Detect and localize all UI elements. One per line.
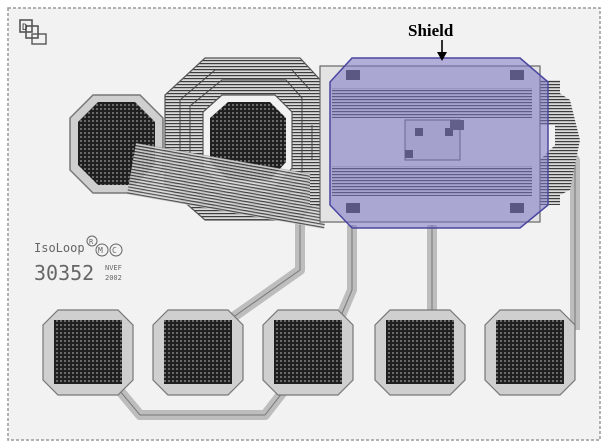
shield-label: Shield	[408, 21, 454, 40]
registered-mark: R	[89, 238, 94, 246]
svg-text:D: D	[22, 23, 27, 33]
part-number: 30352	[34, 261, 94, 285]
copyright-mark: C	[112, 246, 117, 255]
bond-pad-4	[374, 309, 466, 396]
bond-pads	[42, 309, 576, 396]
date-year: 2002	[105, 274, 122, 282]
logo-icon: D	[19, 19, 47, 45]
date-month: NVEF	[105, 264, 122, 272]
shield-overlay	[329, 57, 549, 229]
bond-pad-2	[152, 309, 244, 396]
bond-pad-3	[262, 309, 354, 396]
bond-pad-5	[484, 309, 576, 396]
mask-work-mark: M	[98, 246, 103, 255]
bond-pad-1	[42, 309, 134, 396]
chip-markings: IsoLoop R M C 30352 NVEF 2002	[34, 235, 123, 285]
brand-mark: IsoLoop	[34, 241, 85, 255]
shield-arrow-icon	[437, 40, 447, 61]
